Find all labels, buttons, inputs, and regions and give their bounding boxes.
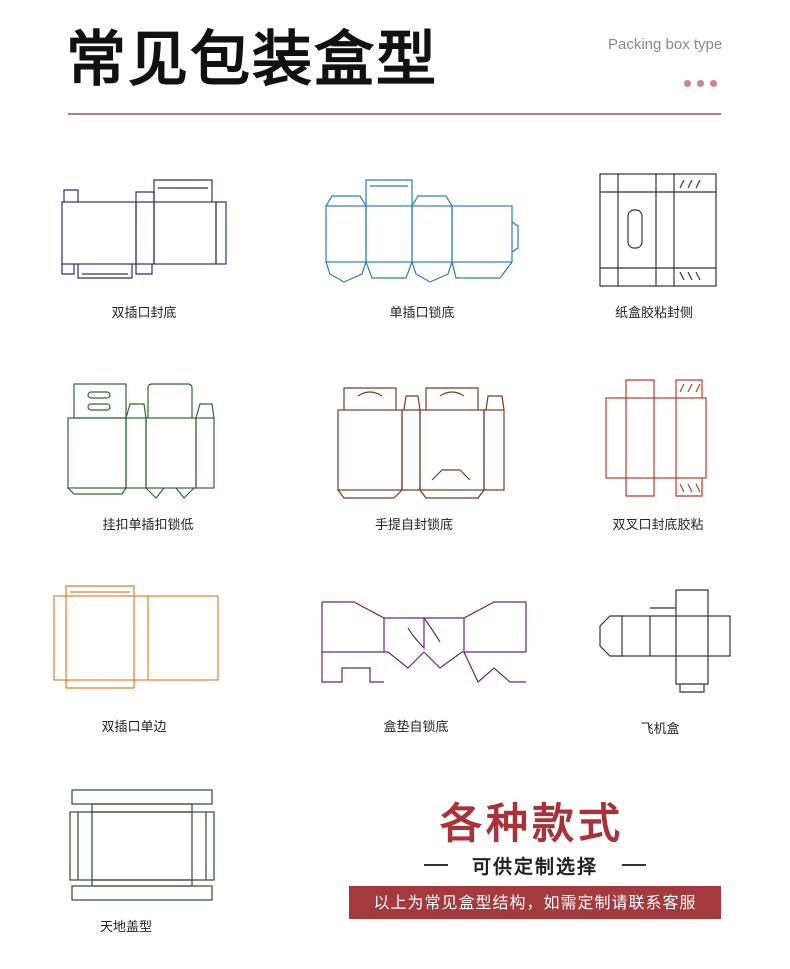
- dot: [697, 80, 704, 87]
- promo-note-bar: 以上为常见盒型结构，如需定制请联系客服: [349, 886, 721, 919]
- box-type-label: 双叉口封底胶粘: [612, 518, 704, 533]
- page-subtitle: Packing box type: [608, 36, 723, 53]
- dieline-drawing: [69, 789, 215, 901]
- header-divider: [68, 113, 721, 115]
- dieline-drawing: [605, 379, 707, 497]
- box-type-label: 飞机盒: [640, 722, 680, 737]
- promo-headline: 各种款式: [440, 799, 625, 848]
- dieline-drawing: [321, 601, 527, 683]
- box-type-label: 盒垫自锁底: [383, 720, 449, 735]
- dieline-drawing: [325, 179, 519, 283]
- page-title: 常见包装盒型: [66, 25, 438, 95]
- decorative-dots: [684, 80, 717, 87]
- dieline-drawing: [599, 173, 717, 287]
- dieline-drawing: [67, 383, 215, 499]
- dieline-drawing: [337, 387, 505, 499]
- dieline-drawing: [61, 179, 227, 279]
- box-type-label: 单插口锁底: [389, 306, 455, 321]
- dot: [684, 80, 691, 87]
- box-type-label: 双插口封底: [111, 306, 177, 321]
- box-type-label: 双插口单边: [101, 720, 167, 735]
- dot: [710, 80, 717, 87]
- promo-divider-right: [621, 864, 646, 866]
- box-type-label: 手提自封锁底: [374, 518, 453, 533]
- promo-subline: 可供定制选择: [471, 855, 598, 878]
- dieline-drawing: [599, 589, 731, 693]
- box-type-label: 纸盒胶粘封侧: [614, 306, 693, 321]
- box-type-label: 挂扣单插扣锁低: [102, 518, 194, 533]
- promo-subline-row: 可供定制选择: [424, 852, 646, 878]
- dieline-drawing: [53, 585, 219, 689]
- box-type-label: 天地盖型: [99, 920, 152, 935]
- promo-divider-left: [424, 864, 448, 866]
